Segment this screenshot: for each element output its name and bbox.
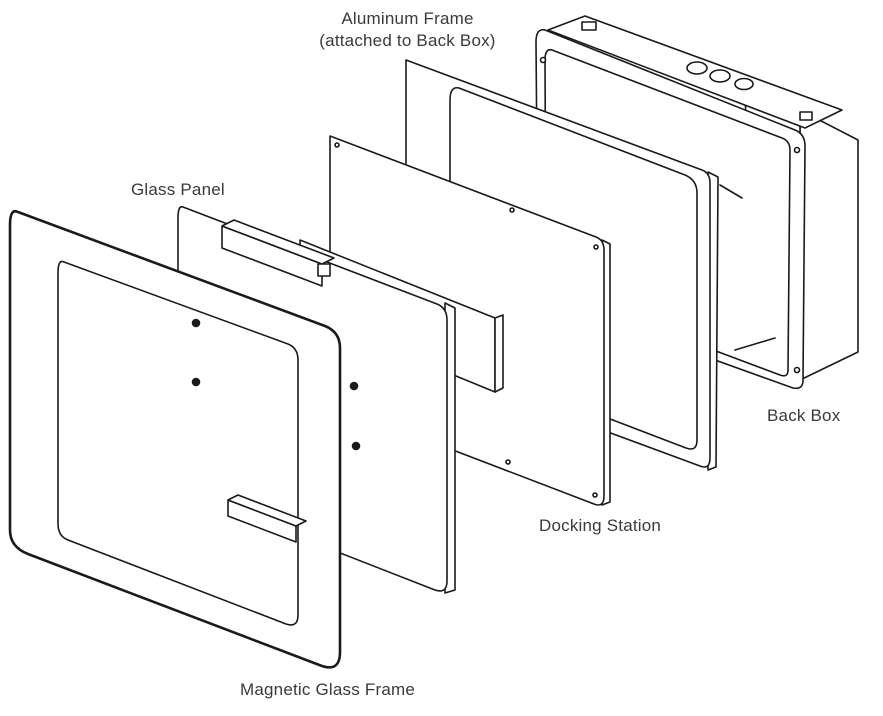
connector xyxy=(317,263,331,277)
screw-hole xyxy=(793,146,801,154)
magnetic-frame-opening xyxy=(57,260,299,626)
magnet-dot xyxy=(349,381,359,391)
docking-station-label: Docking Station xyxy=(539,516,662,535)
magnetic-glass-frame-label: Magnetic Glass Frame xyxy=(240,680,415,699)
screw-hole xyxy=(334,142,340,148)
back-box-label: Back Box xyxy=(767,406,841,425)
aluminum-frame-label: Aluminum Frame (attached to Back Box) xyxy=(300,8,515,52)
aluminum-frame-label-line-2: (attached to Back Box) xyxy=(319,31,496,50)
screw-hole xyxy=(539,56,547,64)
knockout-hole xyxy=(734,77,754,91)
docking-bar-edge xyxy=(494,314,504,393)
mounting-tab xyxy=(799,111,813,121)
bracket-line xyxy=(734,337,776,351)
magnet-dot xyxy=(191,377,201,387)
aluminum-frame-label-line-1: Aluminum Frame xyxy=(341,9,474,28)
screw-hole xyxy=(793,366,801,374)
back-box-side-wall xyxy=(799,109,859,381)
screw-hole xyxy=(592,492,598,498)
magnetic-glass-frame xyxy=(8,210,342,669)
screw-hole xyxy=(593,244,599,250)
top-clip-top xyxy=(221,219,335,265)
bottom-clip-top xyxy=(227,494,307,527)
knockout-hole xyxy=(709,69,731,83)
magnet-dot xyxy=(191,318,201,328)
side-tab xyxy=(719,184,743,199)
magnet-dot xyxy=(351,441,361,451)
screw-hole xyxy=(505,459,511,465)
knockout-hole xyxy=(686,61,708,75)
mounting-tab xyxy=(581,21,597,31)
screw-hole xyxy=(509,207,515,213)
glass-panel-label: Glass Panel xyxy=(131,180,225,199)
